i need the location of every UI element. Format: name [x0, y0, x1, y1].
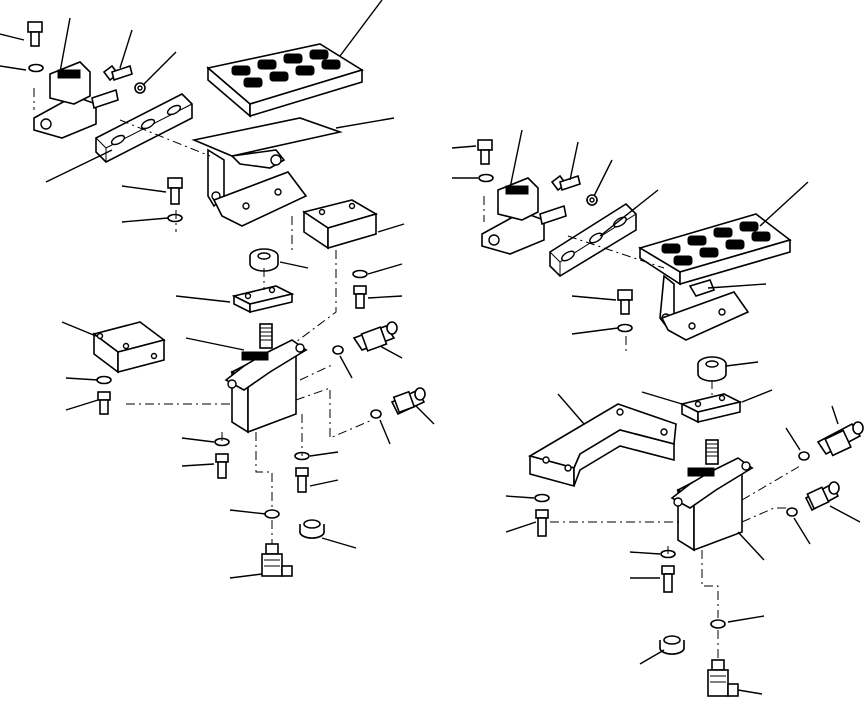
bolt: [477, 139, 493, 165]
plug: [659, 635, 685, 655]
fitting: [352, 321, 398, 352]
washer: [352, 269, 368, 279]
hinge-bracket: [33, 61, 119, 139]
nut: [134, 82, 146, 94]
elbow-fitting: [707, 659, 739, 697]
bolt: [97, 391, 111, 415]
pedal-pad: [638, 213, 792, 286]
bolt: [102, 64, 133, 82]
valve-body: [670, 439, 754, 552]
o-ring: [710, 619, 726, 629]
bolt: [535, 509, 549, 537]
bolt: [617, 289, 633, 315]
u-bracket: [527, 403, 677, 488]
pedal-pad: [206, 43, 364, 118]
bolt: [550, 174, 581, 192]
pedal-arm: [659, 274, 750, 341]
left-pedal-assembly: [0, 0, 435, 579]
plate: [549, 202, 637, 278]
pedal-arm: [191, 117, 343, 227]
spacer-ring: [249, 248, 279, 272]
o-ring: [370, 409, 382, 419]
plate: [95, 93, 193, 163]
mounting-block: [92, 321, 166, 374]
bolt: [215, 453, 229, 479]
washer: [478, 173, 494, 183]
nut: [586, 194, 598, 206]
washer: [167, 213, 183, 223]
washer: [534, 493, 550, 503]
bolt: [167, 177, 183, 205]
fitting: [390, 387, 426, 416]
small-block: [231, 285, 295, 314]
washer: [617, 323, 633, 333]
o-ring: [798, 451, 810, 461]
washer: [96, 375, 112, 385]
bolt: [295, 467, 309, 493]
bolt: [353, 285, 367, 309]
hinge-bracket: [481, 177, 567, 255]
bolt: [27, 21, 43, 47]
valve-body: [224, 323, 308, 434]
plug: [299, 519, 325, 539]
bolt: [661, 565, 675, 593]
o-ring: [786, 507, 798, 517]
small-block: [679, 393, 743, 424]
elbow-fitting: [261, 543, 293, 577]
washer: [28, 63, 44, 73]
spacer-ring: [697, 356, 727, 382]
fitting: [804, 481, 840, 512]
mounting-block: [302, 199, 379, 250]
o-ring: [332, 345, 344, 355]
right-pedal-assembly: [451, 129, 864, 697]
fitting: [816, 421, 864, 457]
o-ring: [264, 509, 280, 519]
